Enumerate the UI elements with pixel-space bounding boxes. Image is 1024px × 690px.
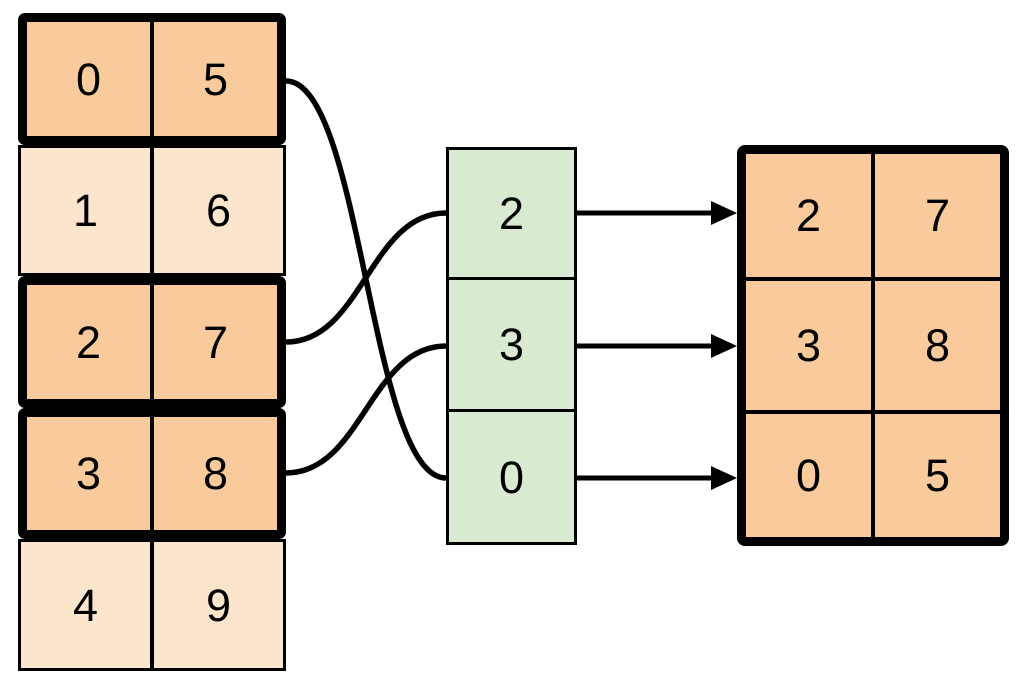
- cell-value: 1: [72, 185, 99, 236]
- source-cell-r3c0: 3: [18, 408, 152, 539]
- cell-value: 8: [924, 320, 951, 371]
- arrowhead-icon: [711, 334, 737, 358]
- result-cell-r0c1: 7: [873, 145, 1009, 279]
- cell-value: 4: [72, 579, 99, 631]
- curve-source-row2-to-index0: [283, 210, 449, 345]
- source-cell-r0c0: 0: [18, 13, 152, 145]
- cell-value: 3: [498, 319, 525, 370]
- arrowhead-icon: [711, 466, 737, 490]
- index-cell-2: 0: [446, 409, 577, 545]
- curve-source-row3-to-index1: [283, 343, 449, 476]
- cell-value: 7: [202, 316, 229, 368]
- source-cell-r1c0: 1: [18, 145, 152, 276]
- cell-value: 3: [795, 320, 822, 371]
- index-cell-1: 3: [446, 277, 577, 412]
- source-cell-r4c0: 4: [18, 539, 152, 671]
- source-cell-r1c1: 6: [152, 145, 286, 276]
- source-cell-r2c0: 2: [18, 276, 152, 408]
- cell-value: 5: [202, 53, 229, 105]
- result-cell-r2c0: 0: [737, 412, 873, 546]
- cell-value: 6: [205, 185, 232, 236]
- source-cell-r0c1: 5: [152, 13, 286, 145]
- cell-value: 5: [924, 450, 951, 501]
- cell-value: 7: [924, 190, 951, 241]
- source-cell-r2c1: 7: [152, 276, 286, 408]
- result-cell-r1c0: 3: [737, 279, 873, 412]
- source-cell-r4c1: 9: [152, 539, 286, 671]
- cell-value: 2: [75, 316, 102, 368]
- cell-value: 2: [795, 190, 822, 241]
- cell-value: 8: [202, 448, 229, 499]
- cell-value: 0: [498, 451, 525, 503]
- cell-value: 0: [75, 53, 102, 105]
- index-cell-0: 2: [446, 147, 577, 280]
- cell-value: 3: [75, 448, 102, 499]
- cell-value: 0: [795, 450, 822, 501]
- source-cell-r3c1: 8: [152, 408, 286, 539]
- result-cell-r0c0: 2: [737, 145, 873, 279]
- result-cell-r1c1: 8: [873, 279, 1009, 412]
- arrowhead-icon: [711, 201, 737, 225]
- cell-value: 2: [498, 188, 525, 239]
- cell-value: 9: [205, 579, 232, 631]
- result-cell-r2c1: 5: [873, 412, 1009, 546]
